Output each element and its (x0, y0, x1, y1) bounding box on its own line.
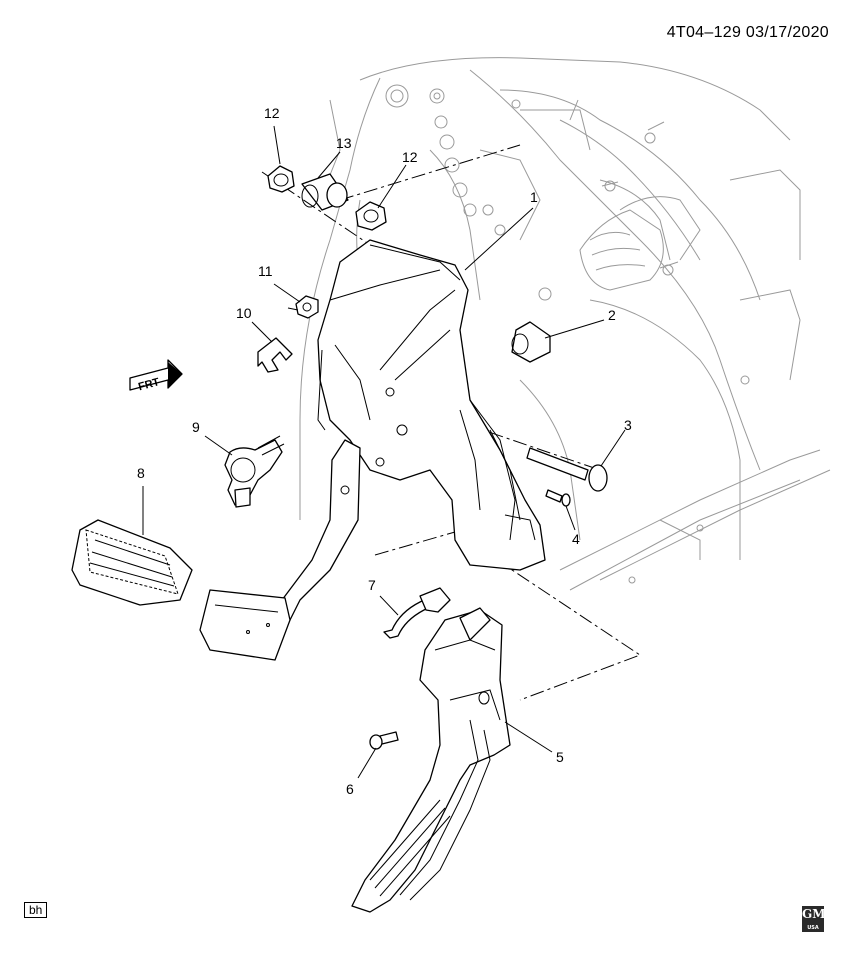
gm-logo-text: GM (802, 907, 826, 921)
brake-pedal-arm (199, 439, 361, 661)
callout-13: 13 (336, 135, 352, 151)
front-direction-arrow (129, 359, 183, 391)
small-bolt (545, 489, 571, 507)
retainer-clip (257, 337, 293, 373)
callout-8: 8 (137, 465, 145, 481)
brake-pedal-pad (71, 519, 193, 606)
pedal-bushing (511, 321, 551, 363)
callout-7: 7 (368, 577, 376, 593)
callout-labels: 1 2 3 4 5 6 7 8 9 10 11 12 12 13 (137, 105, 632, 797)
callout-4: 4 (572, 531, 580, 547)
callout-6: 6 (346, 781, 354, 797)
pivot-bolt (526, 447, 608, 492)
callout-9: 9 (192, 419, 200, 435)
bushing-12-right (355, 201, 387, 231)
pivot-spacer (301, 173, 349, 211)
nut (287, 295, 319, 319)
bushing-12-left (267, 165, 295, 193)
diagram-reference-code: 4T04–129 03/17/2020 (666, 24, 829, 41)
callout-11: 11 (258, 263, 273, 279)
pedal-bolt (369, 731, 399, 750)
accelerator-pedal (351, 607, 511, 913)
callout-leaders (142, 125, 626, 779)
callout-12-right: 12 (402, 149, 418, 165)
gm-logo-subtext: USA (807, 925, 819, 931)
front-direction-label: FRT (137, 376, 161, 393)
gm-logo: GM USA (802, 906, 826, 932)
stop-lamp-switch (224, 435, 285, 508)
callout-2: 2 (608, 307, 616, 323)
callout-12-left: 12 (264, 105, 280, 121)
brake-pedal-bracket (317, 239, 546, 571)
callout-10: 10 (236, 305, 252, 321)
callout-3: 3 (624, 417, 632, 433)
artist-initials-tag: bh (24, 902, 48, 918)
wiring-harness (383, 587, 451, 639)
callout-1: 1 (530, 189, 538, 205)
callout-5: 5 (556, 749, 564, 765)
